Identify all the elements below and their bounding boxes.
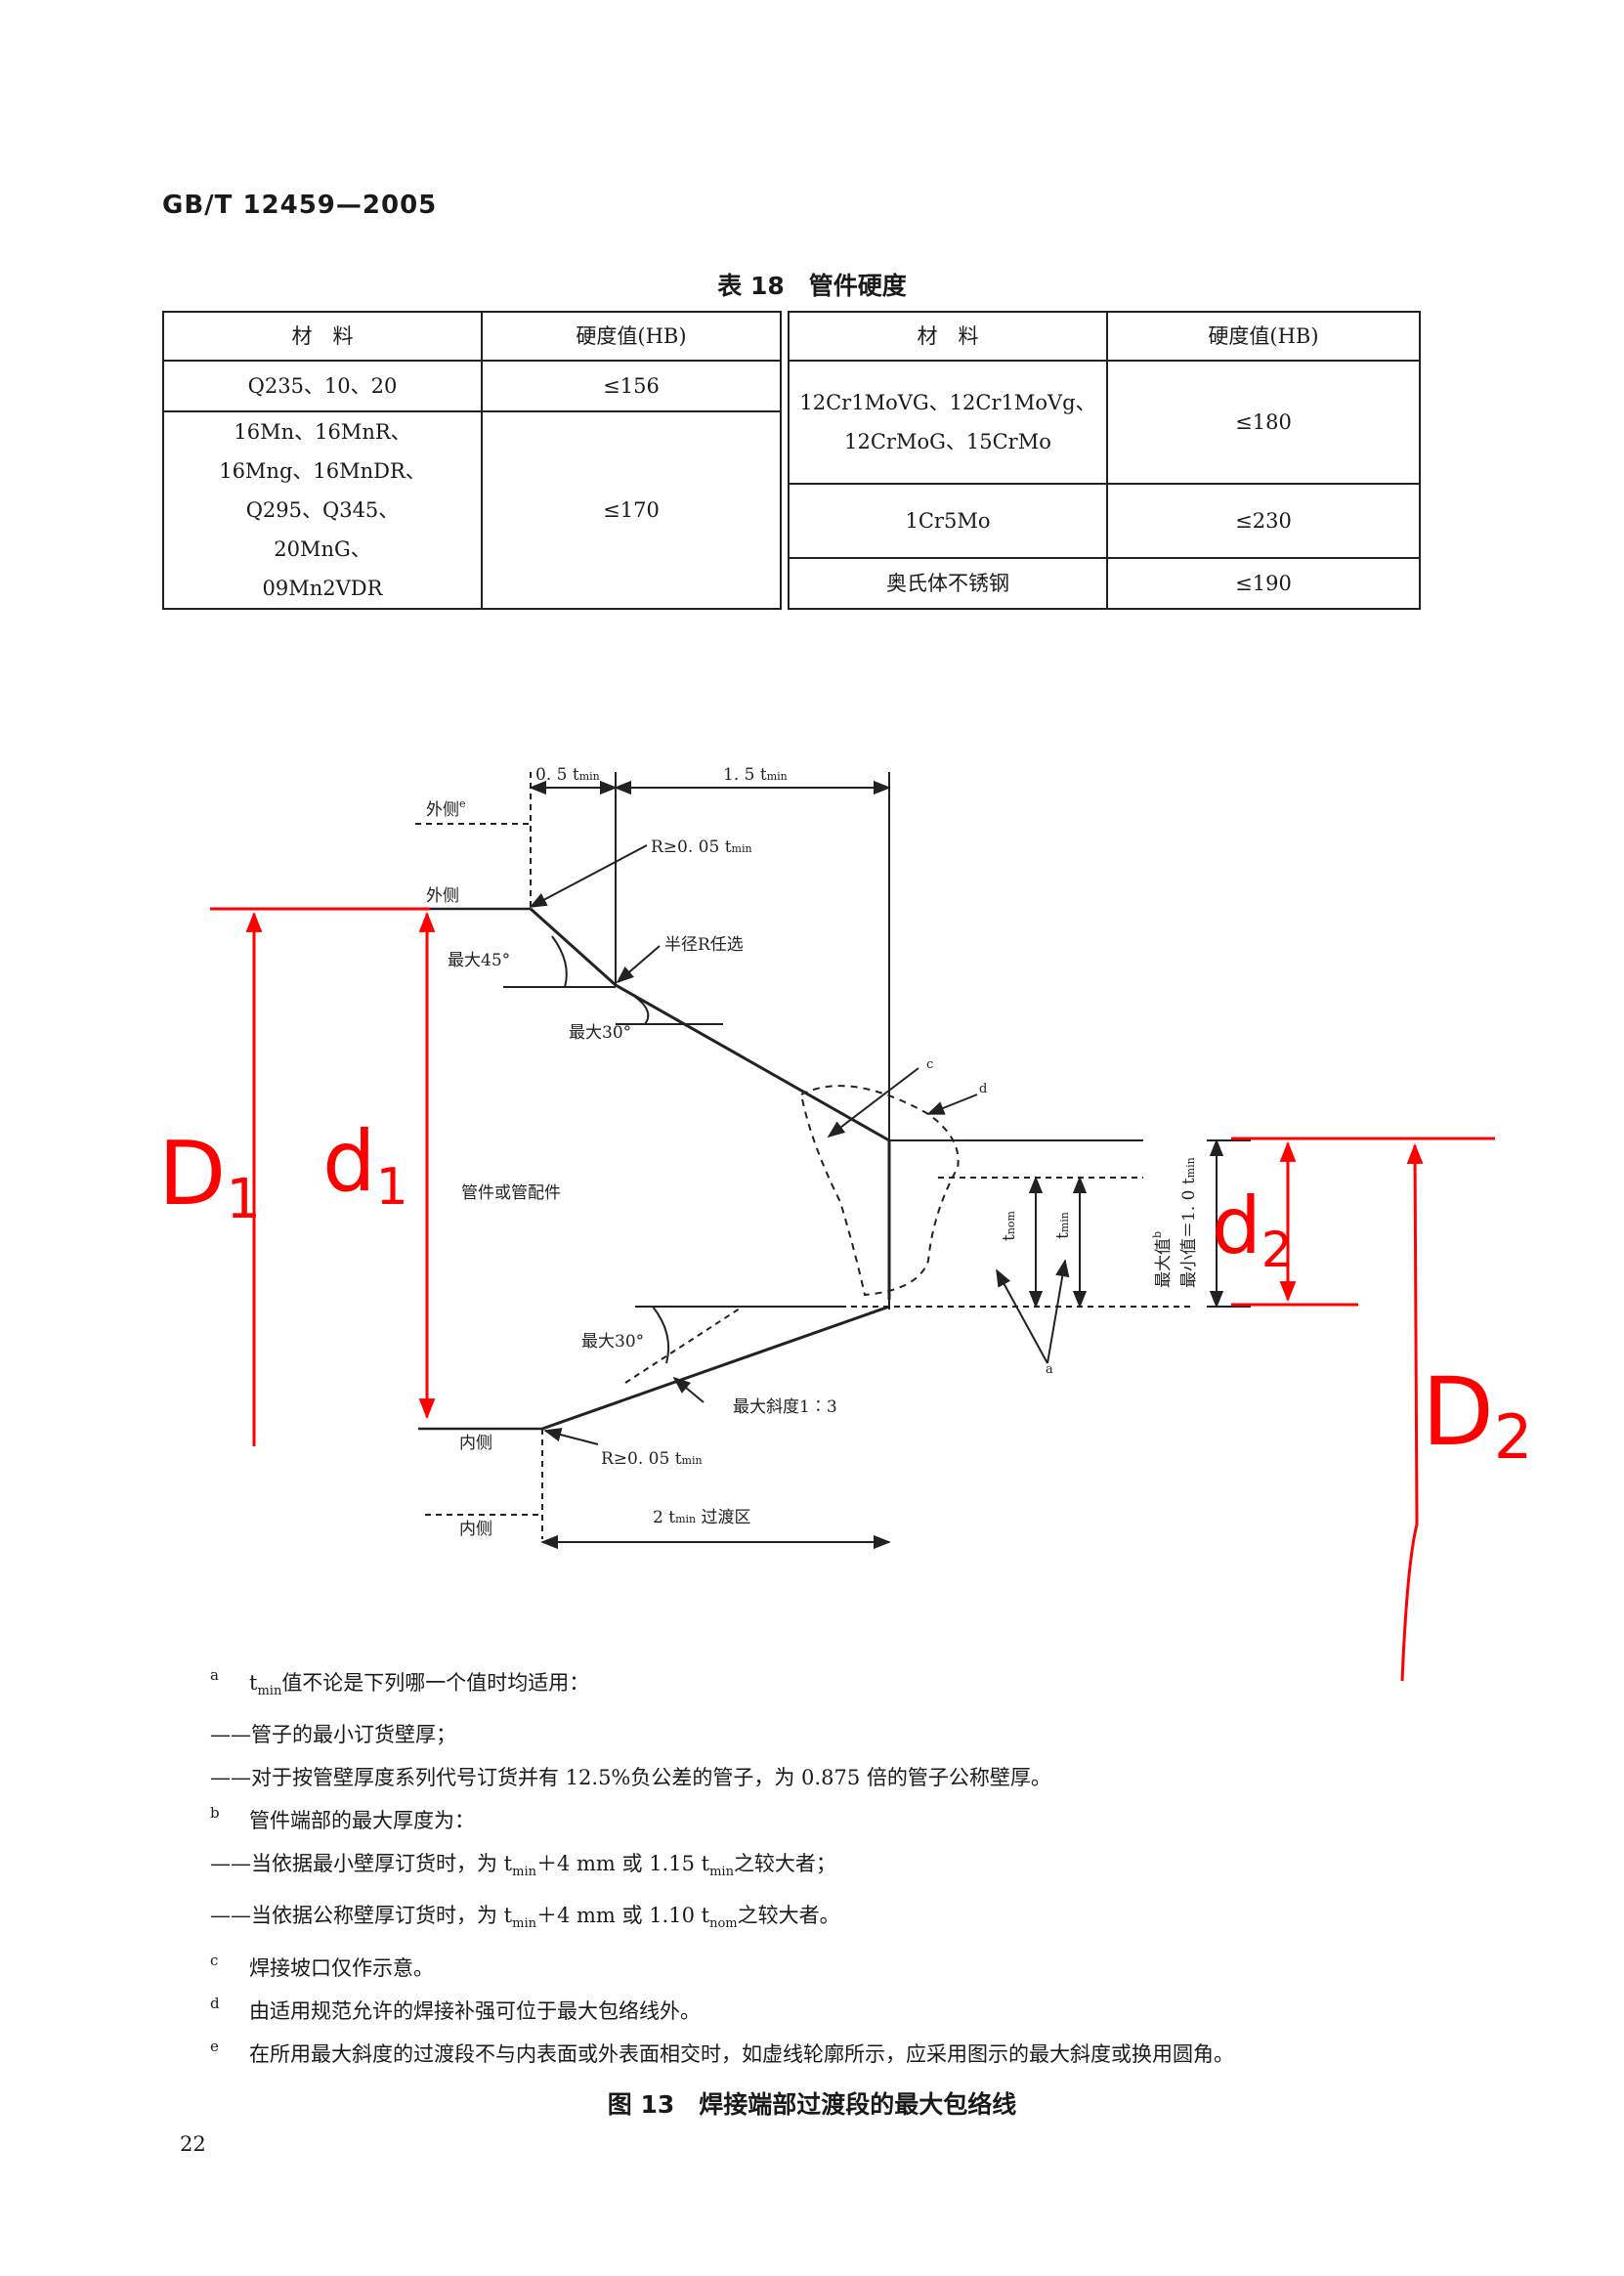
footnote-a-item: ——管子的最小订货壁厚；	[210, 1723, 456, 1747]
inner2-label: 内侧	[459, 1520, 492, 1539]
footnote-b-item: ——当依据最小壁厚订货时，为 tmin＋4 mm 或 1.15 tmin之较大者…	[210, 1852, 836, 1880]
min-value-label: 最小值＝1. 0 tmin	[1179, 1157, 1199, 1288]
angle-arc	[551, 935, 568, 988]
t-min-label: tmin	[1053, 1212, 1073, 1239]
r-bottom-label: R≥0. 05 tmin	[601, 1449, 703, 1469]
pipe-label: 管件或管配件	[461, 1183, 561, 1203]
left-material-cell: 16Mn、16MnR、 16Mng、16MnDR、 Q295、Q345、 20M…	[162, 410, 483, 610]
outer-label: 外侧	[426, 886, 459, 906]
max30-bottom-label: 最大30°	[581, 1332, 644, 1352]
header-hardness-left: 硬度值(HB)	[481, 311, 782, 362]
right-material-cell: 奥氏体不锈钢	[788, 557, 1108, 610]
hardness-table: 材 料 硬度值(HB) 材 料 硬度值(HB) Q235、10、20 ≤156 …	[162, 311, 1421, 610]
footnote-a-item: ——对于按管壁厚度系列代号订货并有 12.5%负公差的管子，为 0.875 倍的…	[210, 1766, 1051, 1790]
material-line: 12Cr1MoVG、12Cr1MoVg、	[799, 391, 1096, 414]
material-line: 1Cr5Mo	[905, 509, 991, 533]
handwritten-annotations	[210, 907, 1495, 1682]
right-material-cell: 1Cr5Mo	[788, 483, 1108, 559]
outer-taper-profile	[529, 907, 890, 1142]
material-line: 16Mng、16MnDR、	[219, 459, 426, 483]
right-material-cell: 12Cr1MoVG、12Cr1MoVg、 12CrMoG、15CrMo	[788, 360, 1108, 485]
leader-line	[672, 1376, 705, 1403]
angle-arc	[652, 1306, 670, 1364]
material-line: Q235、10、20	[247, 374, 398, 398]
leader-line	[529, 844, 648, 908]
leader-line	[996, 1268, 1048, 1364]
t-nom-label: tnom	[1000, 1210, 1019, 1241]
handwritten-D2: D2	[1422, 1357, 1532, 1473]
angle-arc	[634, 996, 650, 1025]
table-title: 表 18 管件硬度	[717, 272, 907, 300]
material-line: 奥氏体不锈钢	[886, 572, 1009, 595]
handwritten-D1: D1	[158, 1123, 261, 1231]
weld-reinforcement-envelope	[799, 1085, 960, 1297]
header-material-left: 材 料	[162, 311, 483, 362]
right-hardness-cell: ≤230	[1106, 483, 1421, 559]
r-top-label: R≥0. 05 tmin	[651, 837, 752, 857]
footnote-b-item: ——当依据公称壁厚订货时，为 tmin＋4 mm 或 1.10 tnom之较大者…	[210, 1904, 840, 1932]
leader-line	[926, 1094, 978, 1115]
slope-label: 最大斜度1∶3	[733, 1397, 837, 1417]
header-hardness-right: 硬度值(HB)	[1106, 311, 1421, 362]
header-material-right: 材 料	[788, 311, 1108, 362]
note-mark-d: d	[979, 1082, 987, 1096]
right-hardness-cell: ≤190	[1106, 557, 1421, 610]
red-D2-arrow	[1400, 1142, 1424, 1682]
material-line: 20MnG、	[274, 537, 371, 561]
leader-line	[616, 945, 661, 984]
standard-number: GB/T 12459—2005	[162, 191, 438, 220]
dim-label-15: 1. 5 tmin	[723, 765, 788, 785]
material-line: 16Mn、16MnR、	[234, 420, 411, 444]
transition-label: 2 tmin 过渡区	[653, 1508, 751, 1527]
note-mark-c: c	[926, 1057, 933, 1072]
inner-dashed-taper	[624, 1306, 744, 1384]
left-hardness-cell: ≤156	[481, 360, 782, 412]
leader-line	[827, 1067, 919, 1138]
handwritten-d2: d2	[1212, 1181, 1293, 1278]
left-hardness-cell: ≤170	[481, 410, 782, 610]
inner-label: 内侧	[459, 1434, 492, 1453]
handwritten-d1: d1	[322, 1113, 408, 1217]
outer-e-label: 外侧e	[426, 797, 466, 820]
table-separator	[780, 312, 790, 609]
note-mark-a: a	[1046, 1362, 1053, 1377]
leader-line	[543, 1428, 599, 1445]
radius-any-label: 半径R任选	[664, 935, 744, 955]
inner-taper-profile	[541, 1305, 890, 1431]
dim-label-05: 0. 5 tmin	[535, 765, 600, 785]
leader-line	[1047, 1259, 1070, 1364]
page-number: 22	[180, 2132, 206, 2156]
right-hardness-cell: ≤180	[1106, 360, 1421, 485]
material-line: 09Mn2VDR	[262, 577, 383, 600]
max45-label: 最大45°	[448, 951, 510, 970]
max30-top-label: 最大30°	[569, 1023, 631, 1043]
figure-title: 图 13 焊接端部过渡段的最大包络线	[607, 2090, 1017, 2119]
material-line: 12CrMoG、15CrMo	[844, 430, 1051, 453]
material-line: Q295、Q345、	[245, 498, 400, 522]
left-material-cell: Q235、10、20	[162, 360, 483, 412]
max-value-label: 最大值b	[1151, 1231, 1174, 1288]
